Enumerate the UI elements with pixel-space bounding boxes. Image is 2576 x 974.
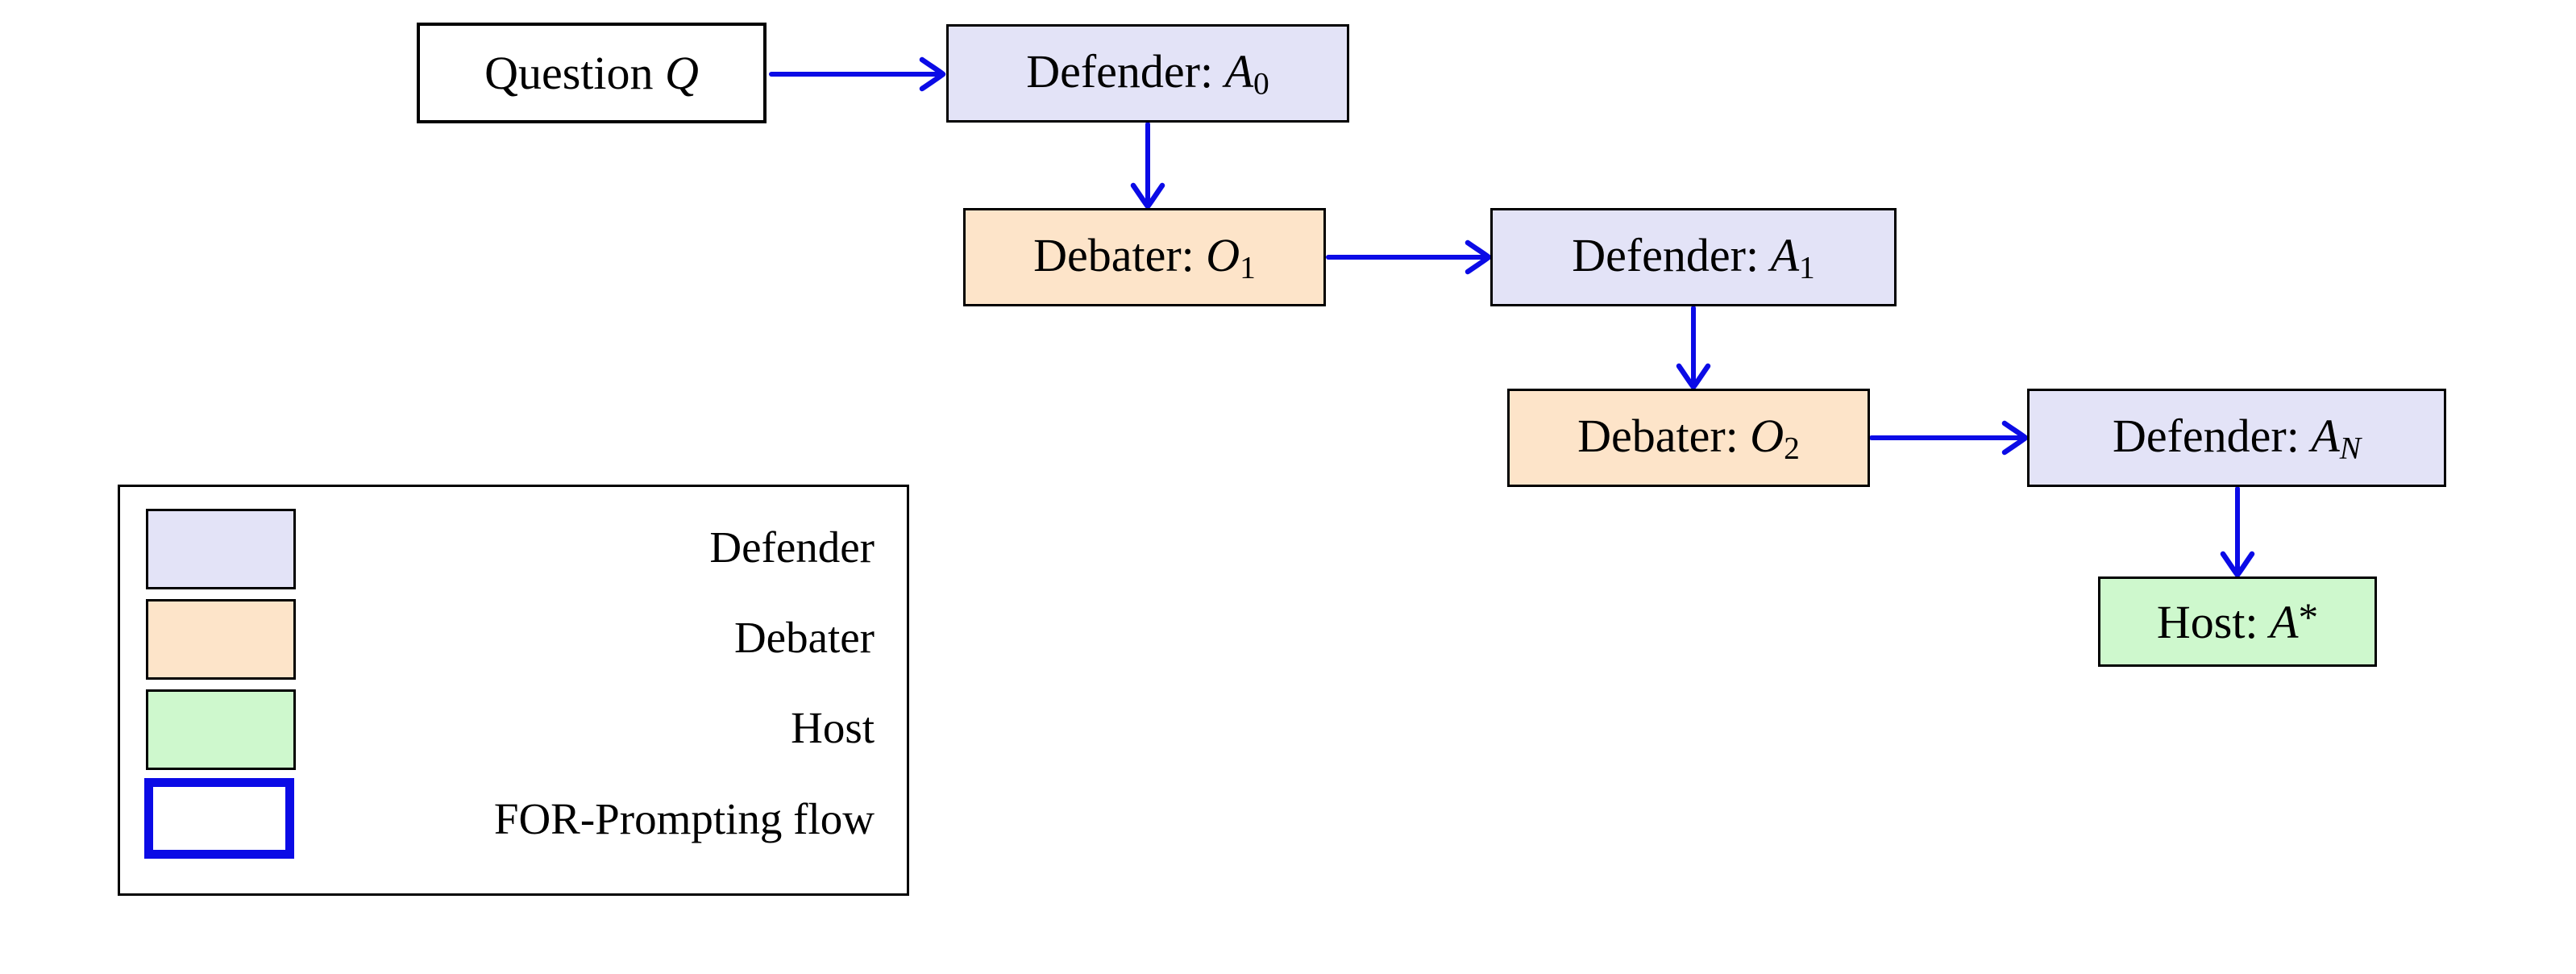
- arrow-debater1-to-defender1: [1326, 239, 1492, 275]
- node-debater-o1-label: Debater: O1: [1033, 229, 1256, 285]
- node-defender-a1: Defender: A1: [1490, 208, 1897, 306]
- node-defender-a1-label: Defender: A1: [1572, 229, 1815, 285]
- arrow-question-to-defender0: [769, 56, 946, 92]
- arrow-debater2-to-defenderN: [1869, 420, 2029, 456]
- legend: Defender Debater Host FOR-Prompting flow: [118, 485, 909, 896]
- legend-label-host: Host: [791, 702, 875, 752]
- node-defender-an-label: Defender: AN: [2112, 410, 2362, 466]
- legend-label-defender: Defender: [709, 522, 875, 572]
- arrow-defender0-to-debater1: [1130, 122, 1165, 210]
- node-host-label: Host: A*: [2156, 595, 2319, 648]
- flow-color-swatch: [144, 778, 294, 859]
- node-debater-o2: Debater: O2: [1507, 389, 1870, 487]
- legend-label-debater: Debater: [733, 612, 875, 662]
- legend-label-flow: FOR-Prompting flow: [493, 793, 875, 843]
- node-question: Question Q: [417, 23, 767, 123]
- node-debater-o2-label: Debater: O2: [1577, 410, 1800, 466]
- node-defender-an: Defender: AN: [2027, 389, 2446, 487]
- node-defender-a0-label: Defender: A0: [1026, 45, 1269, 102]
- node-question-label: Question Q: [484, 47, 699, 99]
- node-defender-a0: Defender: A0: [946, 24, 1349, 123]
- debater-color-swatch: [146, 599, 296, 680]
- arrow-defender1-to-debater2: [1676, 306, 1711, 390]
- host-color-swatch: [146, 689, 296, 770]
- defender-color-swatch: [146, 509, 296, 589]
- node-debater-o1: Debater: O1: [963, 208, 1326, 306]
- node-host: Host: A*: [2098, 576, 2377, 667]
- arrow-defenderN-to-host: [2220, 486, 2255, 578]
